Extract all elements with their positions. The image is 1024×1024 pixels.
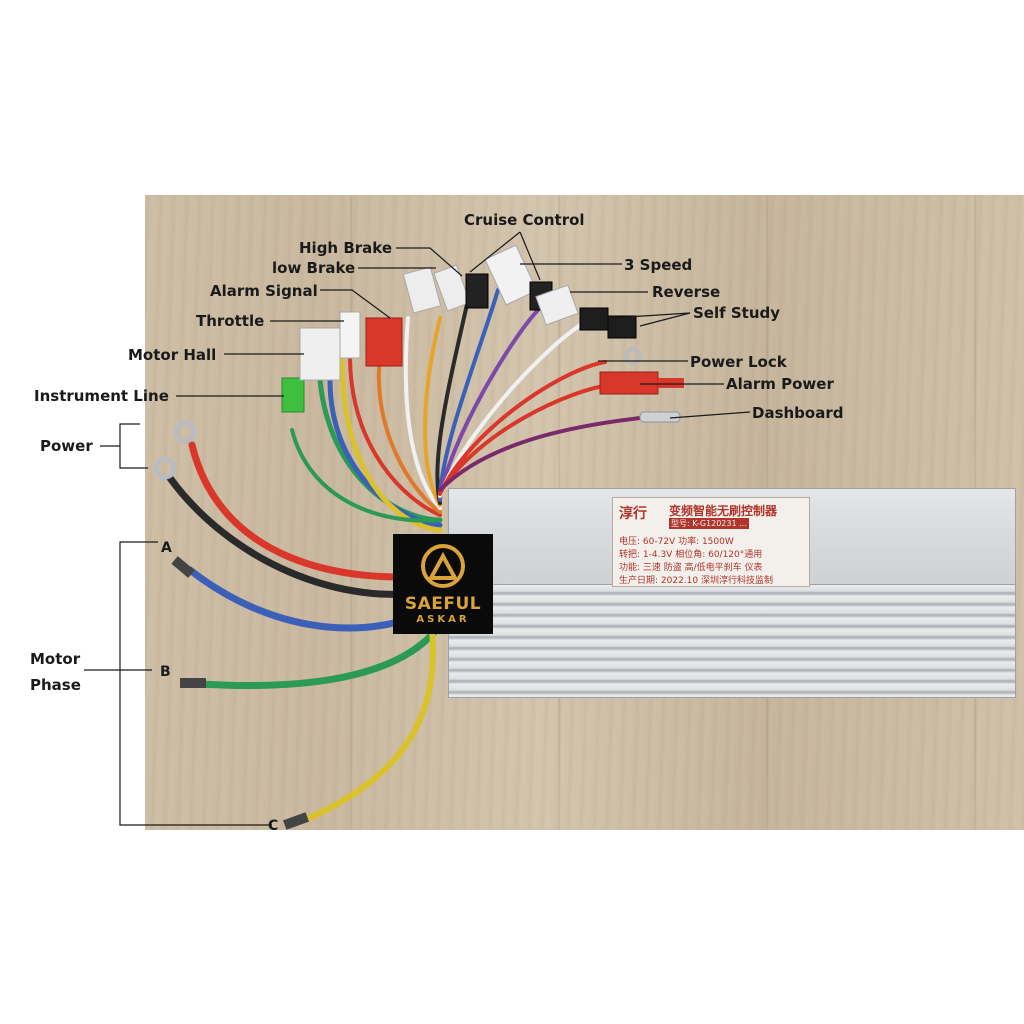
label-functions: 功能: 三速 防盗 高/低电平刹车 仪表: [619, 563, 763, 573]
label-motor-hall: Motor Hall: [128, 346, 217, 364]
label-self-study: Self Study: [693, 304, 781, 322]
phase-b-connector: [180, 678, 206, 688]
label-throttle-spec: 转把: 1-4.3V 相位角: 60/120°通用: [619, 550, 763, 560]
dashboard-wire-purple: [438, 416, 642, 492]
label-instrument-line: Instrument Line: [34, 387, 169, 405]
reverse-wire-purple: [438, 308, 540, 500]
motor-hall-plug: [299, 327, 341, 381]
brake-wire-orange: [423, 316, 442, 507]
phase-b-wire-green: [196, 621, 444, 690]
label-phase-c: C: [268, 818, 279, 834]
leader-lines: [84, 231, 751, 826]
cruise-leader-1: [469, 231, 521, 273]
self-study-leader-2: [639, 312, 691, 327]
controller-heat-sink-fins: [448, 584, 1016, 698]
alarmpower-wire-red: [438, 383, 612, 494]
cruise-wire-black: [435, 298, 470, 505]
label-alarm-signal: Alarm Signal: [210, 282, 318, 300]
self-study-plug-1: [579, 307, 609, 331]
throttle-wire-red: [348, 358, 442, 517]
label-motor-phase-line1: Motor: [30, 650, 81, 668]
motor-phase-bracket: [119, 541, 272, 826]
label-title: 变频智能无刷控制器: [669, 504, 778, 518]
label-date: 生产日期: 2022.10 深圳淳行科技监制: [619, 576, 773, 586]
controller-spec-label: 淳行 变频智能无刷控制器 型号: K-G120231 ... 电压: 60-72…: [612, 497, 810, 587]
brake-wire-white: [403, 316, 442, 510]
high-brake-plug: [433, 264, 471, 312]
label-cruise-control: Cruise Control: [464, 211, 585, 229]
label-model: 型号: K-G120231 ...: [669, 518, 749, 529]
label-dashboard: Dashboard: [752, 404, 844, 422]
phase-a-connector: [171, 556, 195, 578]
powerlock-ring-terminal: [624, 347, 642, 365]
cruise-leader-2: [519, 231, 541, 281]
self-study-leader-1: [611, 312, 691, 319]
label-alarm-power: Alarm Power: [726, 375, 834, 393]
alarm-power-tip: [658, 378, 684, 388]
label-brand: 淳行: [619, 506, 647, 522]
instrument-line-plug: [281, 377, 305, 413]
hall-wire-yellow: [339, 357, 443, 533]
throttle-plug: [339, 311, 361, 359]
label-power: Power: [40, 437, 93, 455]
label-reverse: Reverse: [652, 283, 721, 301]
logo-emblem-icon: [421, 544, 465, 588]
dashboard-connector: [639, 411, 681, 423]
reverse-plug-white: [535, 284, 579, 326]
phase-c-connector: [283, 812, 309, 830]
power-ring-terminal-red: [173, 420, 197, 444]
label-voltage: 电压: 60-72V 功率: 1500W: [619, 537, 734, 547]
label-low-brake: low Brake: [272, 259, 356, 277]
label-high-brake: High Brake: [299, 239, 393, 257]
dashboard-leader: [669, 411, 751, 419]
phase-c-wire-yellow: [297, 627, 436, 825]
label-phase-a: A: [161, 540, 172, 556]
speed-wire-blue: [438, 288, 500, 502]
alarm-wire-orange: [376, 353, 442, 514]
label-power-lock: Power Lock: [690, 353, 787, 371]
saeful-askar-logo: SAEFUL ASKAR: [393, 534, 493, 634]
power-bracket: [119, 423, 148, 469]
label-motor-phase-line2: Phase: [30, 676, 81, 694]
power-ring-terminal-black: [153, 456, 177, 480]
alarm-power-plug: [599, 371, 659, 395]
label-phase-b: B: [160, 664, 171, 680]
self-study-plug-2: [607, 315, 637, 339]
label-three-speed: 3 Speed: [624, 256, 693, 274]
alarm-signal-plug: [365, 317, 403, 367]
logo-name: SAEFUL: [404, 594, 482, 614]
instrument-wire-green: [290, 428, 442, 523]
cruise-plug-black: [465, 273, 489, 309]
low-brake-plug: [402, 266, 442, 314]
alarm-signal-leader: [320, 289, 391, 319]
label-throttle: Throttle: [196, 312, 265, 330]
high-brake-leader: [396, 247, 463, 277]
three-speed-plug: [484, 244, 538, 306]
logo-subtitle: ASKAR: [416, 614, 470, 625]
